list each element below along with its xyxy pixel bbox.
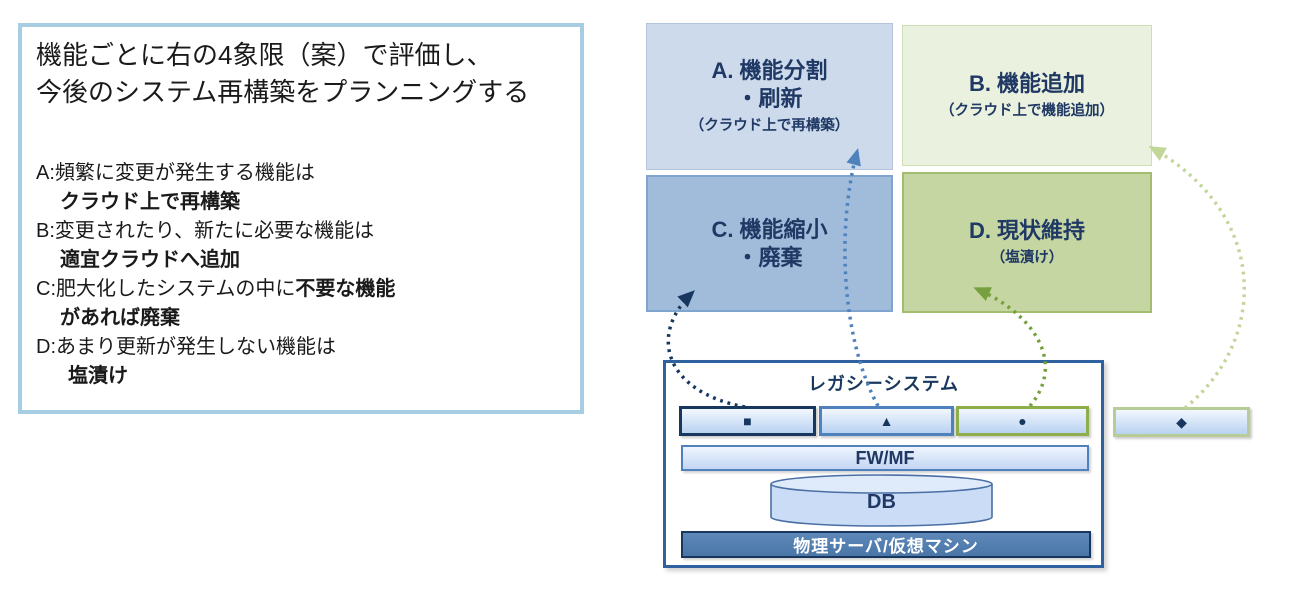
item-c-line1: C:肥大化したシステムの中に	[36, 278, 296, 300]
item-d-line1: D:あまり更新が発生しない機能は	[36, 336, 336, 358]
item-b-line2: 適宜クラウドへ追加	[60, 249, 240, 271]
list-item-c: C:肥大化したシステムの中に不要な機能 があれば廃棄	[36, 275, 566, 333]
database-label: DB	[867, 491, 896, 513]
quadrant-b: B. 機能追加 （クラウド上で機能追加）	[902, 25, 1152, 166]
list-item-b: B:変更されたり、新たに必要な機能は 適宜クラウドへ追加	[36, 217, 566, 275]
item-b-line1: B:変更されたり、新たに必要な機能は	[36, 220, 375, 242]
quadrant-a-subtitle: （クラウド上で再構築）	[689, 118, 850, 134]
server-label: 物理サーバ/仮想マシン	[793, 537, 979, 556]
arrow-diamond-to-b	[1148, 146, 1247, 410]
description-panel: 機能ごとに右の4象限（案）で評価し、 今後のシステム再構築をプランニングする A…	[18, 23, 584, 414]
heading-line-2: 今後のシステム再構築をプランニングする	[36, 77, 530, 107]
item-c-line2: があれば廃棄	[60, 307, 180, 329]
item-a-line2: クラウド上で再構築	[60, 191, 240, 213]
item-c-line1-bold: 不要な機能	[295, 278, 396, 300]
quadrant-c: C. 機能縮小 ・廃棄	[646, 175, 893, 312]
list-item-d: D:あまり更新が発生しない機能は 塩漬け	[36, 333, 566, 391]
list-item-a: A:頻繁に変更が発生する機能は クラウド上で再構築	[36, 159, 566, 217]
server-bar: 物理サーバ/仮想マシン	[681, 531, 1091, 558]
quadrant-a-title2: ・刷新	[736, 86, 803, 111]
database-cylinder: DB	[769, 473, 994, 531]
quadrant-b-title: B. 機能追加	[968, 71, 1086, 96]
legacy-system-box: レガシーシステム ■ ▲ ● FW/MF DB 物理サーバ/仮想マシン	[663, 360, 1104, 568]
quadrant-d: D. 現状維持 （塩漬け）	[902, 172, 1152, 313]
cylinder-shape	[770, 474, 993, 527]
quadrant-d-subtitle: （塩漬け）	[990, 250, 1064, 266]
middleware-bar: FW/MF	[681, 445, 1089, 471]
quadrant-d-title: D. 現状維持	[968, 218, 1086, 243]
square-module: ■	[679, 406, 816, 436]
item-d-line2: 塩漬け	[68, 365, 128, 387]
circle-icon: ●	[1018, 413, 1027, 429]
quadrant-c-title: C. 機能縮小	[711, 216, 828, 242]
legacy-system-title: レガシーシステム	[807, 374, 960, 394]
middleware-label: FW/MF	[855, 447, 915, 468]
quadrant-a-title: A. 機能分割	[711, 58, 828, 83]
diamond-icon: ◆	[1176, 414, 1187, 430]
item-a-line1: A:頻繁に変更が発生する機能は	[36, 162, 315, 184]
quadrant-a: A. 機能分割 ・刷新 （クラウド上で再構築）	[646, 23, 893, 170]
square-icon: ■	[743, 413, 752, 429]
diamond-module: ◆	[1113, 407, 1250, 437]
triangle-module: ▲	[819, 406, 954, 436]
quadrant-c-title2: ・廃棄	[736, 244, 803, 270]
triangle-icon: ▲	[879, 413, 894, 429]
circle-module: ●	[956, 406, 1089, 436]
panel-heading: 機能ごとに右の4象限（案）で評価し、 今後のシステム再構築をプランニングする	[36, 37, 566, 111]
heading-line-1: 機能ごとに右の4象限（案）で評価し、	[36, 40, 493, 70]
quadrant-b-subtitle: （クラウド上で機能追加）	[940, 103, 1114, 119]
